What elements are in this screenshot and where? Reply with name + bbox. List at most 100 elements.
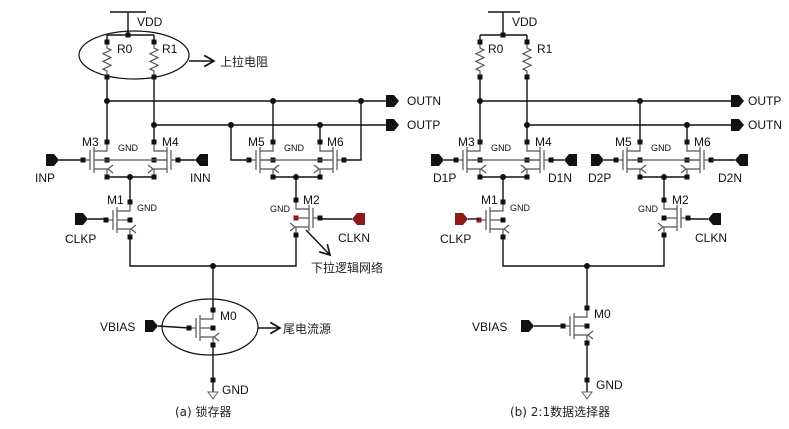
- clkn-pin: [708, 213, 721, 225]
- transistor-line: [467, 142, 481, 152]
- m4-label: M4: [535, 135, 552, 149]
- resistor-r1: [148, 42, 160, 77]
- d1p-label: D1P: [433, 171, 456, 185]
- m6-label: M6: [327, 135, 344, 149]
- d2n-label: D2N: [718, 171, 742, 185]
- drain-dot: [104, 139, 110, 145]
- resistor-r1: [521, 42, 533, 77]
- inn-pin: [195, 154, 208, 166]
- drain-dot: [210, 307, 216, 313]
- transistor-line: [526, 168, 540, 177]
- bulk-dot: [293, 215, 299, 221]
- gnd-label: GND: [222, 383, 249, 397]
- drain-dot: [584, 305, 590, 311]
- vbias-label: VBIAS: [472, 320, 507, 334]
- vbias-pin: [145, 320, 158, 332]
- m5-label: M5: [615, 135, 632, 149]
- transistor-line: [295, 226, 309, 235]
- pulldown-note: 下拉逻辑网络: [311, 260, 383, 275]
- gate-dot: [103, 217, 109, 223]
- transistor-line: [490, 202, 504, 212]
- terminal-dot: [500, 32, 506, 38]
- pullup-highlight-ellipse: [78, 30, 190, 80]
- m2-label: M2: [303, 193, 320, 207]
- d2n-pin: [735, 154, 748, 166]
- terminal-dot: [584, 377, 590, 383]
- outn-pin: [731, 119, 744, 131]
- resistor-zigzag: [474, 42, 486, 77]
- clkn-label: CLKN: [338, 231, 370, 245]
- transistor-line: [94, 142, 108, 152]
- drain-dot: [684, 139, 690, 145]
- r1-label: R1: [537, 42, 553, 56]
- transistor-m0: [563, 308, 594, 343]
- bulk-dot: [584, 323, 590, 329]
- m1-label: M1: [107, 193, 124, 207]
- drain-dot: [500, 199, 506, 205]
- transistor-line: [574, 308, 588, 318]
- resistor-r0: [474, 42, 486, 77]
- gnd-label: GND: [284, 143, 305, 153]
- outn-label: OUTN: [748, 118, 782, 132]
- clkp-pin: [75, 213, 88, 225]
- bulk-dot: [127, 217, 133, 223]
- outp-pin: [731, 95, 744, 107]
- transistor-line: [490, 228, 504, 237]
- transistor-line: [107, 164, 114, 174]
- clkp-label: CLKP: [440, 232, 471, 246]
- transistor-line: [94, 168, 108, 177]
- clkn-label: CLKN: [695, 231, 727, 245]
- transistor-line: [627, 142, 641, 152]
- junction-dot: [524, 122, 530, 128]
- transistor-line: [273, 164, 280, 174]
- transistor-line: [686, 168, 700, 177]
- transistor-line: [260, 142, 274, 152]
- r0-label: R0: [488, 42, 504, 56]
- m5-label: M5: [248, 135, 265, 149]
- transistor-line: [587, 330, 594, 340]
- m2-label: M2: [672, 193, 689, 207]
- drain-dot: [317, 139, 323, 145]
- transistor-line: [153, 168, 167, 177]
- gate-dot: [246, 157, 252, 163]
- clkp-pin: [455, 213, 468, 225]
- bulk-dot: [500, 217, 506, 223]
- transistor-line: [200, 310, 214, 320]
- gnd-label: GND: [510, 203, 531, 213]
- drain-dot: [151, 139, 157, 145]
- ground-icon: [581, 391, 593, 400]
- clkp-label: CLKP: [65, 232, 96, 246]
- transistor-line: [319, 168, 333, 177]
- transistor-line: [153, 142, 167, 152]
- gnd-label: GND: [270, 204, 291, 214]
- m4-label: M4: [162, 135, 179, 149]
- wire: [129, 235, 297, 267]
- resistor-terminal: [104, 39, 110, 45]
- transistor-line: [503, 224, 510, 234]
- gate-dot: [476, 217, 482, 223]
- caption-b: (b) 2:1数据选择器: [510, 404, 610, 419]
- wire: [230, 125, 249, 161]
- transistor-line: [627, 168, 641, 177]
- transistor-line: [260, 168, 274, 177]
- wire: [157, 325, 190, 329]
- transistor-m6: [313, 142, 344, 177]
- m0-label: M0: [220, 309, 237, 323]
- junction-dot: [477, 98, 483, 104]
- tail-highlight-ellipse: [161, 298, 259, 356]
- transistor-line: [526, 142, 540, 152]
- transistor-line: [663, 200, 677, 210]
- resistor-terminal: [524, 39, 530, 45]
- junction-dot: [104, 98, 110, 104]
- vdd-label: VDD: [137, 15, 163, 29]
- vbias-label: VBIAS: [100, 320, 135, 334]
- drain-dot: [477, 139, 483, 145]
- outp-label: OUTP: [748, 94, 781, 108]
- vdd-label: VDD: [512, 15, 538, 29]
- resistor-zigzag: [148, 42, 160, 77]
- m3-label: M3: [82, 135, 99, 149]
- inn-label: INN: [190, 171, 211, 185]
- transistor-line: [117, 202, 131, 212]
- outn-pin: [386, 95, 399, 107]
